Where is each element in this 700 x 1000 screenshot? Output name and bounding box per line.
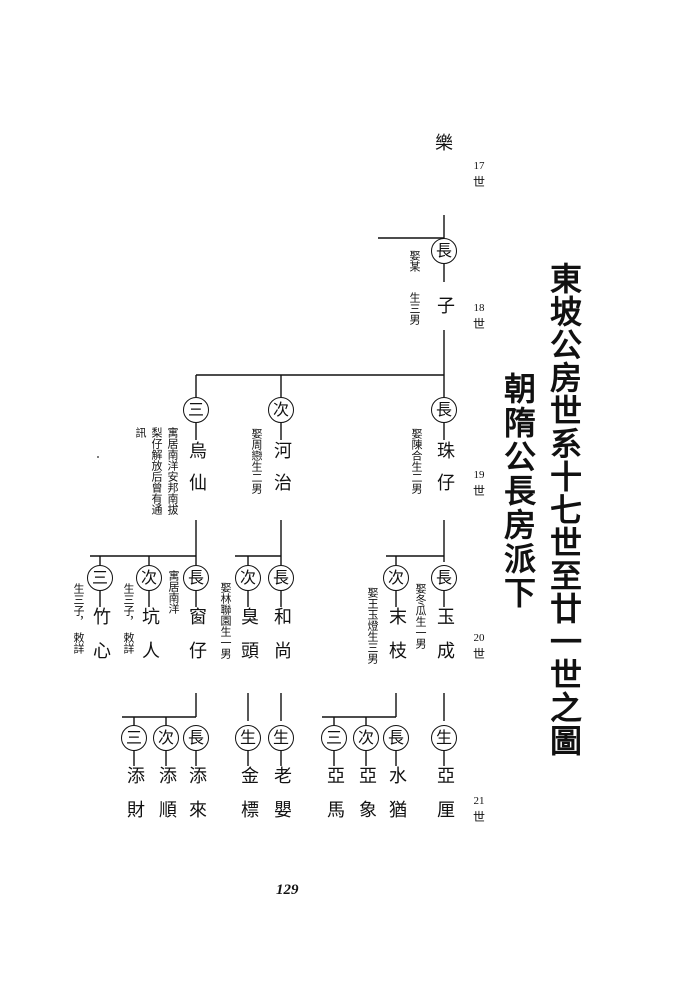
person-name: 臭頭: [238, 607, 259, 675]
person-name: 烏仙: [186, 441, 207, 505]
person-name: 和尚: [271, 607, 292, 675]
rank-badge: 長: [431, 565, 457, 591]
rank-badge: 長: [431, 397, 457, 423]
rank-badge: 長: [431, 238, 457, 264]
rank-badge: 生: [431, 725, 457, 751]
page-number: 129: [276, 882, 299, 898]
residence-note: 訊: [134, 427, 147, 438]
residence-note: 寓居南洋: [167, 570, 180, 614]
person-name: 添順: [156, 766, 177, 834]
person-name: 窗仔: [186, 607, 207, 675]
person-name: 亞馬: [324, 766, 345, 834]
marriage-note: 娶陳合生二男: [410, 428, 423, 494]
speck: [97, 456, 99, 458]
marriage-note: 娶林聯園生一男: [219, 582, 232, 659]
children-note: 生三男: [408, 292, 421, 325]
residence-note: 寓居南洋安邦南拔: [166, 427, 179, 515]
marriage-note: 娶王玉燈生三男: [366, 587, 379, 664]
person-name: 河治: [271, 441, 292, 505]
person-name: 坑人: [139, 607, 160, 675]
marriage-note: 娶冬瓜生一男: [414, 583, 427, 649]
marriage-note: 娶周戀生二男: [250, 428, 263, 494]
rank-badge: 三: [321, 725, 347, 751]
rank-badge: 生: [268, 725, 294, 751]
rank-badge: 長: [268, 565, 294, 591]
rank-badge: 次: [383, 565, 409, 591]
person-name: 竹心: [90, 607, 111, 675]
rank-badge: 次: [268, 397, 294, 423]
rank-badge: 三: [121, 725, 147, 751]
page-title: 東坡公房世系十七世至廿一世之圖: [545, 262, 583, 757]
person-name: 亞厘: [434, 766, 455, 834]
person-name: 亞象: [356, 766, 377, 834]
rank-badge: 次: [153, 725, 179, 751]
children-note: 生三子，: [122, 583, 135, 627]
person-name: 金標: [238, 766, 259, 834]
page-subtitle: 朝隋公長房派下: [499, 372, 537, 610]
rank-badge: 次: [136, 565, 162, 591]
rank-badge: 長: [183, 565, 209, 591]
rank-badge: 次: [353, 725, 379, 751]
person-name-g18: 子: [434, 296, 455, 314]
rank-badge: 生: [235, 725, 261, 751]
person-name: 添財: [124, 766, 145, 834]
rank-badge: 長: [183, 725, 209, 751]
person-name: 水猶: [386, 766, 407, 834]
unclear-note: 敕詳: [122, 632, 135, 654]
marriage-note: 娶某: [408, 250, 421, 272]
person-name: 添來: [186, 766, 207, 834]
unclear-note: 敕詳: [72, 632, 85, 654]
rank-badge: 三: [183, 397, 209, 423]
rank-badge: 三: [87, 565, 113, 591]
rank-badge: 長: [383, 725, 409, 751]
person-name: 老嬰: [271, 766, 292, 834]
residence-note: 梨仔解放后曾有通: [150, 427, 163, 515]
children-note: 生三子，: [72, 583, 85, 627]
person-name: 珠仔: [434, 441, 455, 505]
person-name-g17: 樂: [435, 133, 453, 154]
rank-badge: 次: [235, 565, 261, 591]
person-name: 末枝: [386, 607, 407, 675]
person-name: 玉成: [434, 607, 455, 675]
